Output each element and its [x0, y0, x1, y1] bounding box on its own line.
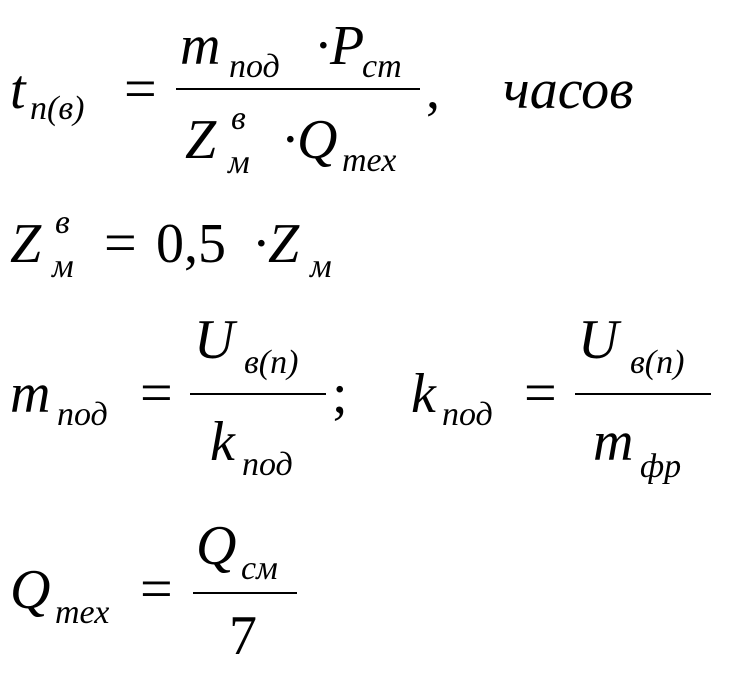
f3-lhs-main: m	[10, 363, 51, 425]
f2-rhs-sub: м	[310, 248, 332, 285]
f1-lhs-sub: п(в)	[30, 90, 85, 127]
f3-num-sub: в(п)	[244, 344, 299, 381]
f1-num-m: m	[180, 15, 221, 77]
f1-num-dot: ·	[314, 15, 333, 77]
f1-den-z-sub: м	[228, 144, 250, 181]
f1-fraction-bar	[176, 88, 420, 90]
f4-equals-sign: =	[524, 360, 557, 425]
f4-num-main: U	[578, 309, 619, 371]
f3-semicolon: ;	[332, 363, 348, 425]
f5-lhs-sub: тех	[55, 594, 110, 631]
f1-num-p-sub: ст	[362, 48, 402, 85]
f1-den-q: Q	[297, 109, 338, 171]
f2-dot: ·	[252, 213, 271, 275]
f4-den-main: m	[593, 411, 634, 473]
f1-num-p: P	[330, 15, 365, 77]
f3-num-main: U	[194, 309, 235, 371]
f5-num-sub: см	[241, 550, 278, 587]
f2-lhs-sup: в	[55, 204, 70, 241]
f1-den-z-sup: в	[231, 100, 246, 137]
f3-lhs-sub: под	[57, 396, 108, 433]
f3-den-sub: под	[242, 446, 293, 483]
f2-rhs-main: Z	[268, 213, 300, 275]
f4-fraction-bar	[575, 393, 711, 395]
f5-num-main: Q	[196, 515, 237, 577]
f1-num-m-sub: под	[229, 48, 280, 85]
f1-den-q-sub: тех	[342, 142, 397, 179]
f2-lhs-main: Z	[10, 213, 42, 275]
f1-den-z: Z	[185, 109, 217, 171]
f5-equals-sign: =	[140, 556, 173, 621]
f4-lhs-main: k	[411, 363, 436, 425]
f5-lhs-main: Q	[10, 559, 51, 621]
f4-num-sub: в(п)	[630, 344, 685, 381]
f3-fraction-bar	[190, 393, 326, 395]
f3-den-main: k	[210, 411, 235, 473]
f1-lhs-main: t	[10, 59, 26, 121]
f4-den-sub: фр	[640, 448, 682, 485]
f3-equals-sign: =	[140, 360, 173, 425]
f1-den-dot: ·	[281, 109, 300, 171]
f5-denominator: 7	[229, 605, 257, 667]
f1-equals-sign: =	[124, 56, 157, 121]
f4-lhs-sub: под	[442, 396, 493, 433]
f2-coefficient: 0,5	[156, 213, 226, 275]
f1-unit: часов	[503, 59, 634, 121]
f2-lhs-sub: м	[52, 248, 74, 285]
f1-comma: ,	[426, 59, 440, 121]
f2-equals-sign: =	[104, 210, 137, 275]
f5-fraction-bar	[193, 592, 297, 594]
